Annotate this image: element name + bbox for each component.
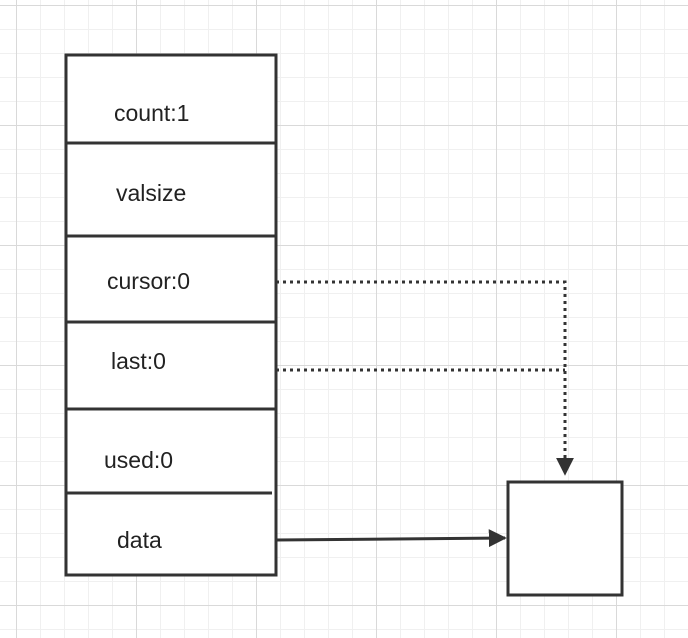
field-count-label: count:1	[114, 100, 189, 126]
cursor-pointer-connector	[276, 280, 574, 476]
field-last-label: last:0	[111, 348, 166, 374]
struct-box	[64, 53, 278, 577]
data-buffer-box	[506, 480, 624, 597]
field-valsize-label: valsize	[116, 180, 186, 206]
data-pointer-arrow	[275, 529, 507, 548]
field-cursor-label: cursor:0	[107, 268, 190, 294]
field-data-label: data	[117, 527, 162, 553]
field-used-label: used:0	[104, 447, 173, 473]
